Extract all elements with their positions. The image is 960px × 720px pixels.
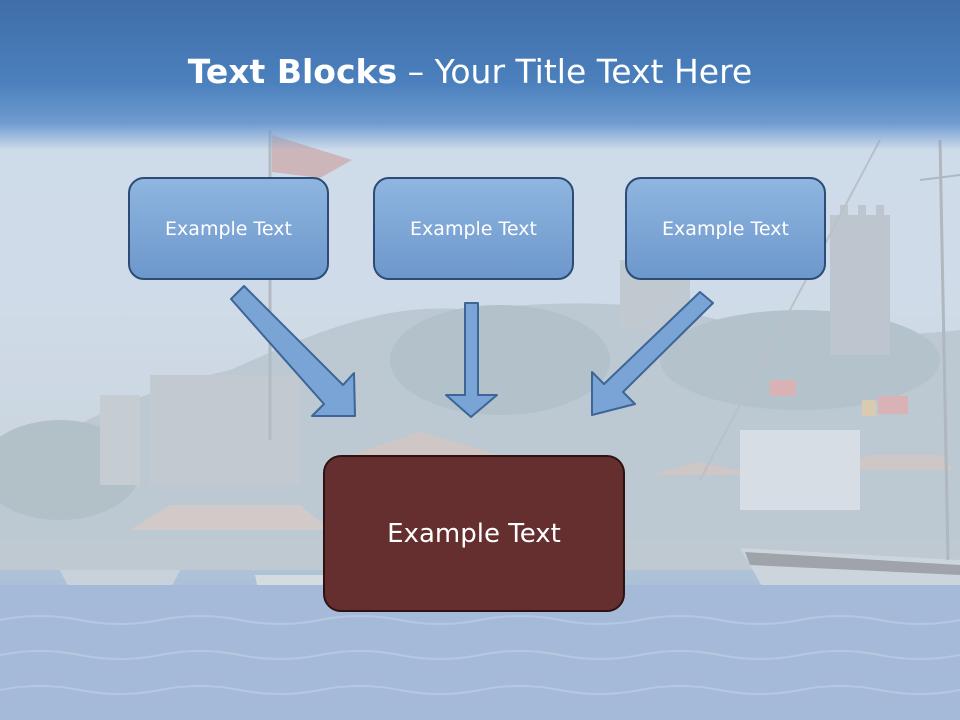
text-block-3[interactable]: Example Text bbox=[625, 177, 826, 280]
arrow-center-icon bbox=[445, 302, 498, 418]
text-block-3-label: Example Text bbox=[662, 217, 789, 240]
text-block-2-label: Example Text bbox=[410, 217, 537, 240]
text-block-1[interactable]: Example Text bbox=[128, 177, 329, 280]
main-text-block[interactable]: Example Text bbox=[323, 455, 625, 612]
title-banner bbox=[0, 0, 960, 150]
text-block-2[interactable]: Example Text bbox=[373, 177, 574, 280]
main-text-block-label: Example Text bbox=[387, 518, 561, 549]
arrow-right-icon bbox=[591, 291, 714, 416]
arrow-left-icon bbox=[230, 285, 356, 417]
text-block-1-label: Example Text bbox=[165, 217, 292, 240]
title-regular-part: – Your Title Text Here bbox=[397, 52, 753, 91]
slide-title: Text Blocks – Your Title Text Here bbox=[0, 52, 940, 91]
title-bold-part: Text Blocks bbox=[187, 52, 398, 91]
